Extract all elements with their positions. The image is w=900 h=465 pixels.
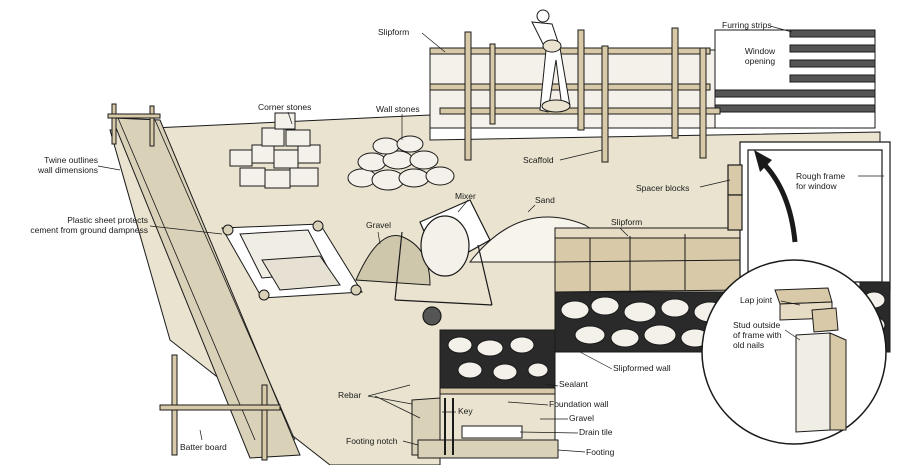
twine-line — [154, 119, 296, 441]
gravel-pile — [355, 235, 431, 286]
label-stud-outside: Stud outside of frame with old nails — [733, 320, 782, 350]
label-furring-strips: Furring strips — [722, 20, 772, 30]
corner-stones-pile — [229, 112, 321, 189]
batter-board-bottom — [159, 354, 281, 461]
curved-arrow — [754, 150, 798, 243]
worker-figure — [531, 9, 571, 113]
label-window-opening: Window opening — [744, 46, 776, 66]
label-lap-joint: Lap joint — [740, 295, 773, 305]
furring-strips — [714, 29, 876, 113]
label-drain-tile: Drain tile — [579, 427, 613, 437]
foundation-section — [411, 329, 559, 459]
label-spacer-blocks: Spacer blocks — [636, 183, 690, 193]
trench — [111, 117, 301, 459]
plastic-sheet — [221, 220, 363, 301]
label-footing-notch: Footing notch — [346, 436, 398, 446]
label-foundation-wall: Foundation wall — [549, 399, 609, 409]
label-slipformed-wall: Slipformed wall — [613, 363, 671, 373]
label-slipform-mid: Slipform — [611, 217, 643, 227]
slipform-box — [554, 227, 746, 293]
label-rebar: Rebar — [338, 390, 362, 400]
label-wall-stones: Wall stones — [376, 104, 420, 114]
label-batter-board: Batter board — [180, 442, 227, 452]
label-twine: Twine outlines wall dimensions — [38, 155, 98, 175]
label-sealant: Sealant — [559, 379, 588, 389]
label-corner-stones: Corner stones — [258, 102, 312, 112]
wall-stones-pile — [347, 135, 455, 191]
label-plastic-sheet: Plastic sheet protects cement from groun… — [30, 215, 148, 235]
label-sand: Sand — [535, 195, 555, 205]
scaffold — [439, 27, 721, 163]
label-slipform-top: Slipform — [378, 27, 410, 37]
label-footing: Footing — [586, 447, 615, 457]
label-mixer: Mixer — [455, 191, 476, 201]
label-scaffold: Scaffold — [523, 155, 554, 165]
cement-mixer — [394, 199, 493, 326]
leader-lines — [97, 25, 884, 453]
label-gravel-top: Gravel — [366, 220, 392, 230]
twine-line — [117, 117, 256, 441]
inset-detail — [701, 259, 887, 445]
label-rough-frame: Rough frame for window — [796, 171, 846, 191]
batter-board-top — [107, 103, 161, 147]
label-gravel-bottom: Gravel — [569, 413, 595, 423]
label-key: Key — [458, 406, 473, 416]
